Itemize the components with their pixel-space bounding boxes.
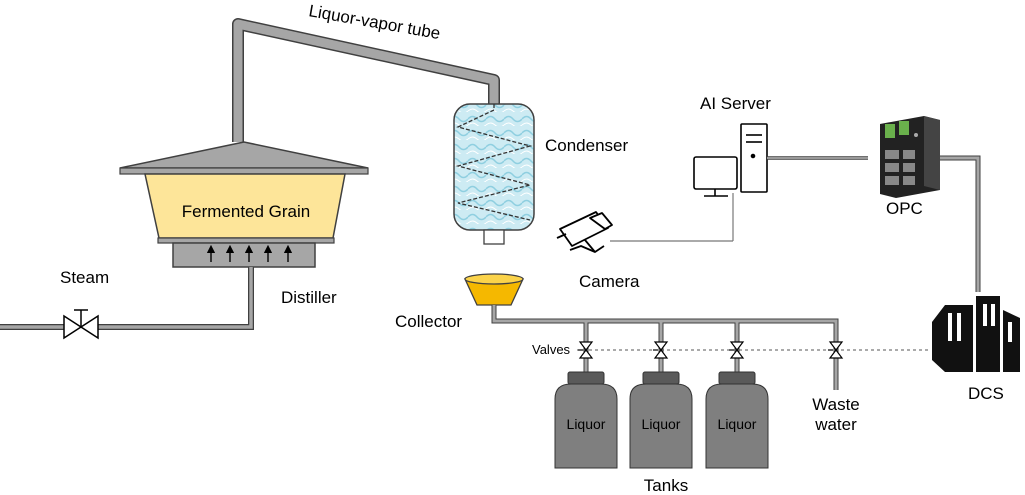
liquor-tank — [705, 371, 769, 469]
valve-icon — [578, 341, 594, 359]
condenser-coil — [455, 104, 533, 221]
opc-device-icon — [880, 116, 940, 198]
collector-icon — [463, 273, 525, 306]
valve-icon — [729, 341, 745, 359]
valve-icon — [653, 341, 669, 359]
dcs-label: DCS — [968, 384, 1004, 403]
ai-server-label: AI Server — [700, 94, 771, 113]
opc-dcs-link — [940, 155, 981, 292]
steam-valve-icon — [63, 309, 99, 340]
valve-icon — [828, 341, 844, 359]
fermented-grain-label: Fermented Grain — [182, 202, 311, 221]
liquor-tank — [554, 371, 618, 469]
camera-icon — [556, 211, 613, 253]
dcs-icon — [932, 296, 1020, 372]
distiller — [119, 141, 369, 268]
condenser-outlet — [483, 229, 505, 245]
waste-water-label-line1: Waste — [812, 395, 860, 414]
condenser — [453, 103, 535, 245]
opc-dcs-link-inner — [940, 156, 980, 292]
valves-label: Valves — [532, 342, 571, 357]
tanks-label: Tanks — [644, 476, 688, 495]
tank-label: Liquor — [718, 416, 757, 432]
distiller-rim — [119, 167, 369, 175]
liquor-tank — [629, 371, 693, 469]
condenser-label: Condenser — [545, 136, 629, 155]
distiller-label: Distiller — [281, 288, 337, 307]
ai-server-icon — [693, 123, 768, 197]
collector-label: Collector — [395, 312, 462, 331]
camera-label: Camera — [579, 272, 640, 291]
distiller-hood — [119, 141, 369, 169]
steam-chamber — [172, 242, 316, 268]
liquor-vapor-tube — [232, 18, 500, 142]
monitor-icon — [693, 156, 738, 190]
tube-label: Liquor-vapor tube — [307, 1, 442, 43]
tank-label: Liquor — [642, 416, 681, 432]
steam-label: Steam — [60, 268, 109, 287]
opc-label: OPC — [886, 199, 923, 218]
tank-label: Liquor — [567, 416, 606, 432]
waste-water-label-line2: water — [814, 415, 857, 434]
steam-arrows — [206, 244, 293, 262]
steam-pipe — [0, 267, 254, 330]
